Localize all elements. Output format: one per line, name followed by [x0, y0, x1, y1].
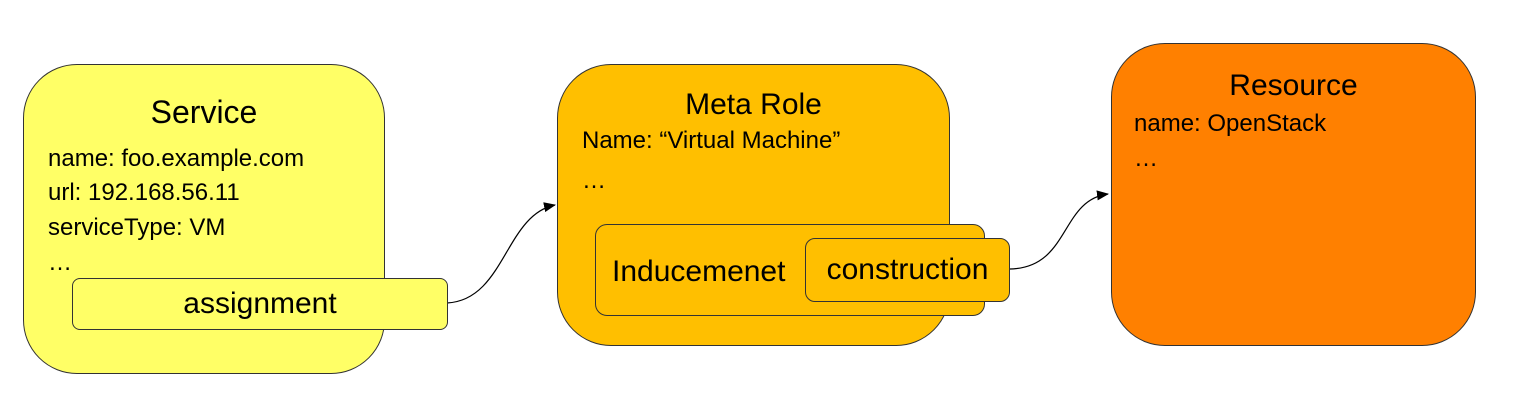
- service-node: Service name: foo.example.com url: 192.1…: [23, 64, 385, 374]
- resource-ellipsis: …: [1134, 145, 1158, 172]
- meta-role-ellipsis: …: [582, 167, 606, 194]
- assignment-port[interactable]: assignment: [72, 278, 448, 330]
- construction-label: construction: [826, 253, 989, 286]
- construction-to-resource-arrow: [1009, 190, 1109, 270]
- meta-role-name-line: Name: “Virtual Machine”: [582, 127, 841, 154]
- service-ellipsis: …: [48, 249, 72, 276]
- resource-name-line: name: OpenStack: [1134, 110, 1327, 137]
- assignment-label: assignment: [183, 287, 337, 320]
- resource-node: Resource name: OpenStack …: [1111, 43, 1476, 346]
- construction-port[interactable]: construction: [805, 238, 1010, 302]
- inducement-label: Inducemenet: [612, 255, 786, 288]
- service-type-line: serviceType: VM: [48, 214, 226, 241]
- assignment-to-meta-role-arrow: [446, 202, 556, 304]
- meta-role-title: Meta Role: [685, 88, 822, 121]
- service-url-line: url: 192.168.56.11: [48, 179, 240, 206]
- service-title: Service: [150, 94, 258, 130]
- resource-title: Resource: [1229, 69, 1358, 102]
- service-name-line: name: foo.example.com: [48, 145, 305, 172]
